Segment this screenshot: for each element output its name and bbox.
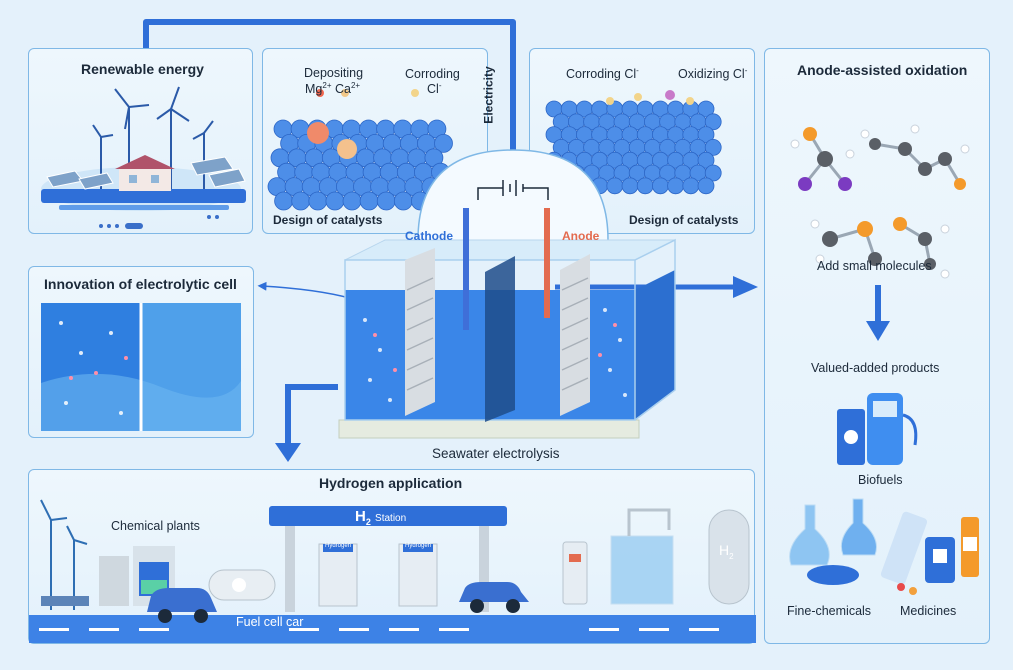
catalyst-atom — [667, 177, 685, 195]
biofuels-label: Biofuels — [858, 473, 903, 487]
electricity-arrow — [143, 19, 516, 160]
flask-icon — [789, 498, 877, 585]
oxidation-title: Anode-assisted oxidation — [797, 62, 968, 78]
catalyst-atom — [359, 191, 379, 211]
valued-added-products-label: Valued-added products — [811, 361, 940, 375]
medicine-icon — [880, 511, 979, 595]
corroding-cl-label: Corroding Cl- — [566, 66, 639, 82]
oxidation-panel: Anode-assisted oxidation Add small molec… — [764, 48, 990, 644]
add-small-molecules-label: Add small molecules — [817, 259, 932, 273]
membrane — [485, 256, 515, 422]
electrolysis-cell — [338, 208, 676, 439]
cathode-electrode — [463, 208, 469, 330]
catalyst-atom — [651, 177, 669, 195]
hydrogen-application-panel: Hydrogen application Chemical plants — [28, 469, 756, 644]
cathode-label: Cathode — [405, 229, 453, 243]
innovation-title: Innovation of electrolytic cell — [44, 276, 237, 292]
seawater-electrolysis-caption: Seawater electrolysis — [432, 446, 560, 461]
catalyst-atom — [704, 113, 722, 131]
catalyst-atom — [704, 139, 722, 156]
catalyst-atom — [704, 164, 722, 182]
biofuel-pump-icon — [837, 393, 918, 465]
oxidizing-cl-label: Oxidizing Cl- — [678, 66, 748, 82]
molecules-illustration — [790, 124, 970, 279]
fine-chemicals-label: Fine-chemicals — [787, 604, 872, 618]
medicines-label: Medicines — [900, 604, 957, 618]
catalyst-atom — [342, 191, 362, 211]
pump-label-2: Hydrogen — [405, 543, 432, 549]
innovation-illustration — [41, 303, 241, 431]
chemical-plants-label: Chemical plants — [111, 519, 200, 533]
storage-tank-icon — [708, 509, 750, 605]
hydrogen-tank-icon — [208, 569, 276, 601]
deposit-ball — [307, 122, 329, 144]
cl-ion — [411, 89, 419, 97]
catalyst-atom — [393, 191, 413, 211]
catalyst-atom — [621, 177, 639, 195]
wind-turbine-icon — [40, 499, 88, 610]
house-icon — [115, 155, 175, 191]
anode-design-caption: Design of catalysts — [629, 213, 739, 227]
cathode-design-caption: Design of catalysts — [273, 213, 383, 227]
to-hydrogen-arrow — [285, 384, 338, 445]
ion-label-mg: Mg2+ Ca2+ — [305, 81, 361, 97]
tank-h2-label: H2 — [719, 542, 734, 561]
anode-electrode — [544, 208, 550, 318]
catalyst-atom — [274, 191, 294, 211]
innovation-panel: Innovation of electrolytic cell — [28, 266, 254, 438]
anode-catalyst-panel: Corroding Cl- Oxidizing Cl- Design of ca… — [529, 48, 755, 234]
cathode-catalyst-panel: Depositing Mg2+ Ca2+ Corroding Cl- Desig… — [262, 48, 488, 234]
catalyst-atom — [697, 126, 715, 143]
mg-ion — [316, 89, 324, 97]
down-arrow-icon — [866, 285, 890, 341]
fuel-cell-car-icon — [147, 582, 529, 623]
station-canopy — [269, 506, 507, 526]
catalyst-atom — [376, 191, 396, 211]
catalyst-atom — [636, 177, 654, 195]
catalyst-atom — [434, 134, 453, 153]
catalyst-atom — [697, 177, 715, 195]
anode-catalyst-lattice — [545, 90, 722, 195]
catalyst-atom — [308, 191, 328, 211]
ca-ion — [341, 89, 349, 97]
catalyst-atom — [697, 100, 715, 118]
fuel-pump-icon — [318, 543, 438, 607]
deposit-ball-2 — [337, 139, 357, 159]
fuel-cell-car-label: Fuel cell car — [236, 615, 304, 629]
renewable-energy-panel: Renewable energy — [28, 48, 253, 234]
pump-label-1: Hydrogen — [325, 543, 352, 549]
catalyst-atom — [606, 177, 624, 195]
hydrogen-scene — [29, 499, 756, 643]
depositing-label: Depositing — [304, 66, 364, 80]
electricity-label: Electricity — [481, 66, 496, 124]
cl-label: Cl- — [427, 81, 442, 97]
anode-plate — [560, 254, 590, 416]
catalyst-atom — [325, 191, 345, 211]
dispenser-icon — [562, 541, 588, 605]
hydrogen-application-title: Hydrogen application — [319, 475, 463, 491]
catalyst-atom — [697, 151, 715, 169]
cathode-plate — [405, 248, 435, 416]
solar-panel-icon — [46, 156, 246, 190]
renewable-energy-title: Renewable energy — [81, 61, 204, 77]
catalyst-atom — [291, 191, 311, 211]
corroding-label: Corroding — [405, 67, 460, 81]
anode-label: Anode — [562, 229, 600, 243]
station-sign: H2 Station — [355, 508, 407, 527]
catalyst-atom — [682, 177, 700, 195]
cathode-catalyst-lattice — [267, 89, 453, 211]
renewable-illustration — [41, 86, 246, 229]
